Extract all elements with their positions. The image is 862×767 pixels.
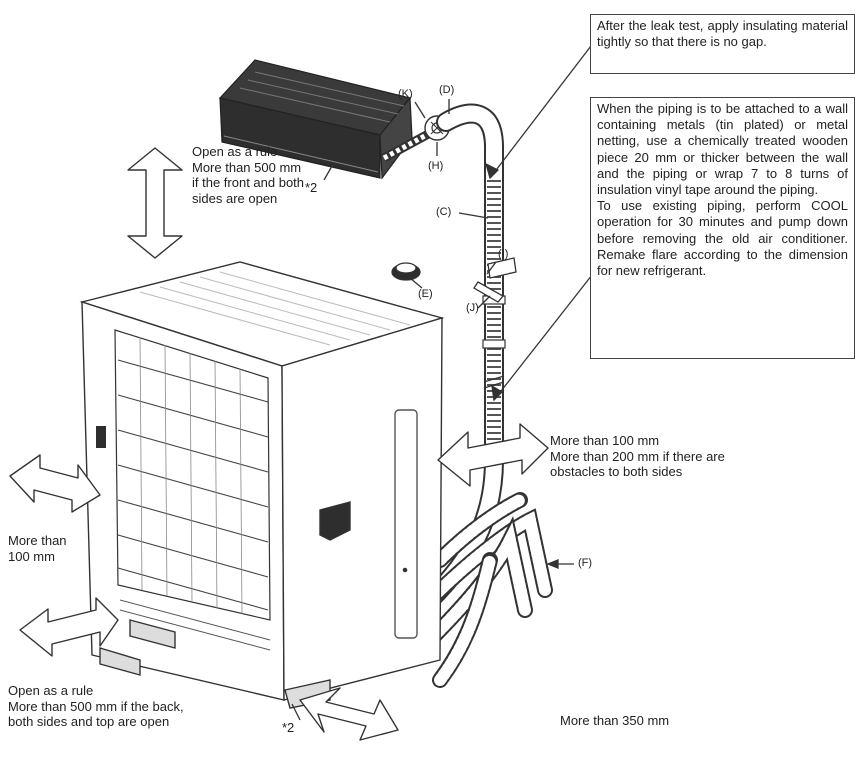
part-label-j: (J) — [466, 302, 479, 314]
leader-lines — [291, 41, 595, 721]
note-leak-test-text: After the leak test, apply insulating ma… — [597, 18, 848, 50]
clearance-right-side-label: More than 100 mm More than 200 mm if the… — [550, 433, 725, 479]
flexible-hoses — [422, 492, 553, 688]
note-marker-indoor: *2 — [305, 180, 318, 195]
part-label-k: (K) — [398, 88, 413, 100]
indoor-unit — [218, 59, 413, 180]
note-marker-outdoor: *2 — [282, 720, 295, 735]
clearance-front-label: More than 350 mm — [560, 713, 670, 728]
part-label-h: (H) — [428, 160, 444, 172]
clearance-top-label: Open as a rule More than 500 mm if the f… — [192, 144, 305, 206]
note-leak-test: After the leak test, apply insulating ma… — [590, 14, 855, 74]
clearance-arrows — [9, 147, 549, 741]
part-label-f: (F) — [578, 557, 593, 569]
clearance-back-label: Open as a rule More than 500 mm if the b… — [8, 683, 184, 729]
note-existing-piping-text: To use existing piping, perform COOL ope… — [597, 198, 848, 279]
outdoor-unit — [79, 261, 445, 709]
clamp-parts — [391, 257, 517, 303]
part-label-c: (C) — [436, 206, 452, 218]
part-label-i: (I) — [498, 248, 509, 260]
note-metal-wall-text: When the piping is to be attached to a w… — [597, 101, 848, 198]
clearance-left-label: More than 100 mm — [8, 533, 67, 564]
note-piping: When the piping is to be attached to a w… — [590, 97, 855, 359]
part-label-d: (D) — [439, 84, 455, 96]
part-label-e: (E) — [418, 288, 433, 300]
